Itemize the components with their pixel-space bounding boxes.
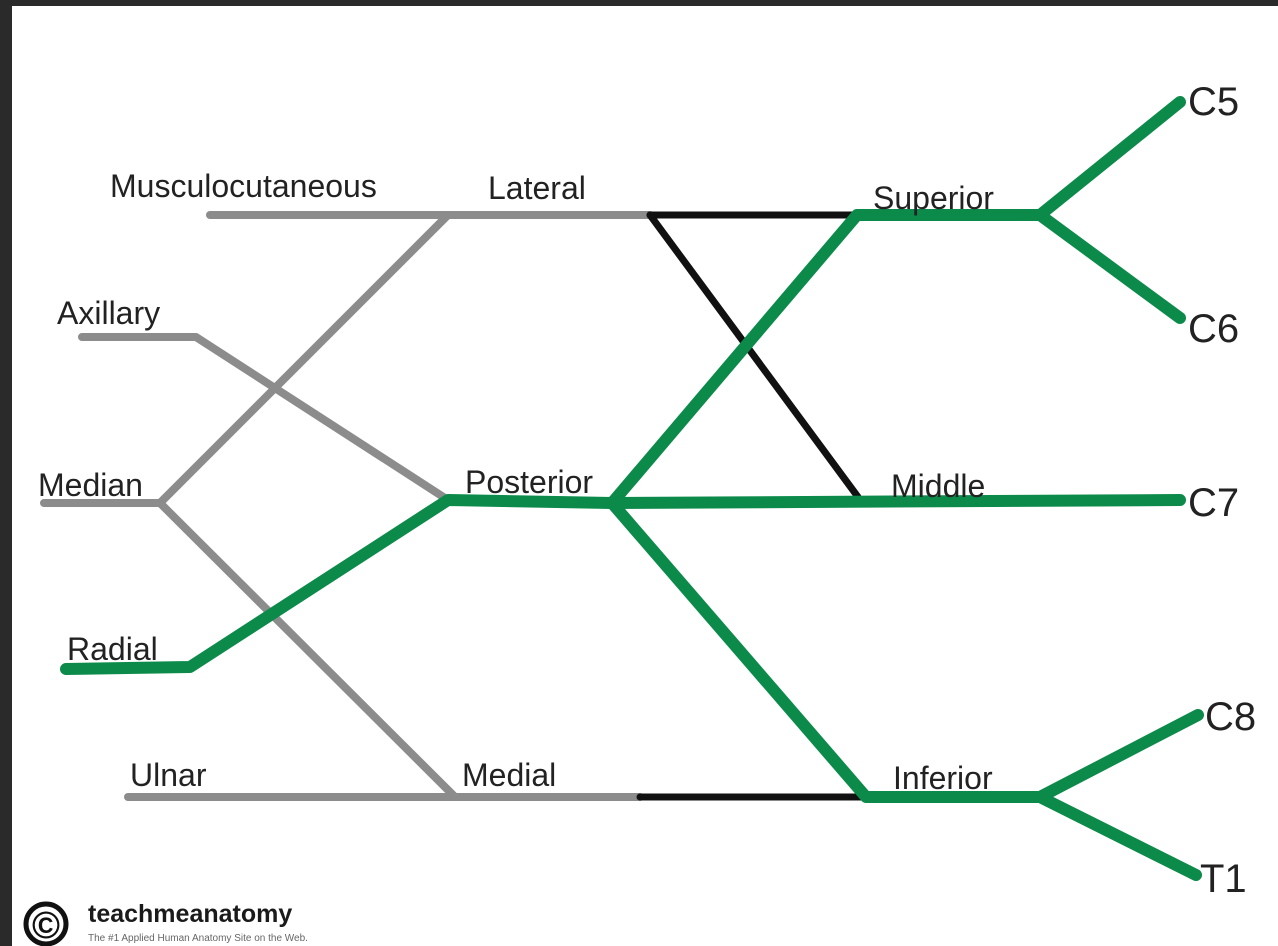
cord-label-lateral: Lateral — [488, 170, 586, 206]
c5-superior-line — [606, 96, 1186, 509]
branch-label-ulnar: Ulnar — [130, 757, 207, 793]
brand-name: teachmeanatomy — [88, 900, 292, 928]
brand-tagline: The #1 Applied Human Anatomy Site on the… — [88, 933, 308, 944]
diagram-canvas: C5 C6 C7 C8 T1 Superior Middle Inferior … — [23, 80, 1256, 946]
trunk-label-middle: Middle — [891, 468, 985, 504]
radial-posterior-line — [60, 494, 618, 675]
copyright-icon — [23, 901, 69, 946]
brachial-plexus-diagram: C5 C6 C7 C8 T1 Superior Middle Inferior … — [12, 6, 1278, 946]
brand-logo: © teachmeanatomy The #1 Applied Human An… — [23, 900, 308, 946]
branch-label-radial: Radial — [67, 631, 158, 667]
trunk-label-superior: Superior — [873, 180, 994, 216]
c7-middle-line — [606, 494, 1186, 509]
copyright-symbol: © — [32, 905, 60, 946]
root-label-c6: C6 — [1188, 307, 1239, 351]
lateral-middle-division — [646, 211, 862, 501]
t1-line — [1034, 791, 1202, 881]
branch-label-median: Median — [38, 467, 143, 503]
inferior-line — [606, 497, 1204, 803]
root-label-t1: T1 — [1200, 857, 1247, 901]
branch-label-musculocutaneous: Musculocutaneous — [110, 168, 377, 204]
branch-label-axillary: Axillary — [57, 295, 160, 331]
trunk-label-inferior: Inferior — [893, 760, 993, 796]
cord-label-posterior: Posterior — [465, 464, 593, 500]
axillary-line — [78, 333, 452, 504]
cord-label-medial: Medial — [462, 757, 556, 793]
root-label-c5: C5 — [1188, 80, 1239, 124]
root-label-c8: C8 — [1205, 695, 1256, 739]
root-label-c7: C7 — [1188, 481, 1239, 525]
c6-line — [1034, 209, 1186, 324]
median-medial-line — [156, 499, 459, 801]
